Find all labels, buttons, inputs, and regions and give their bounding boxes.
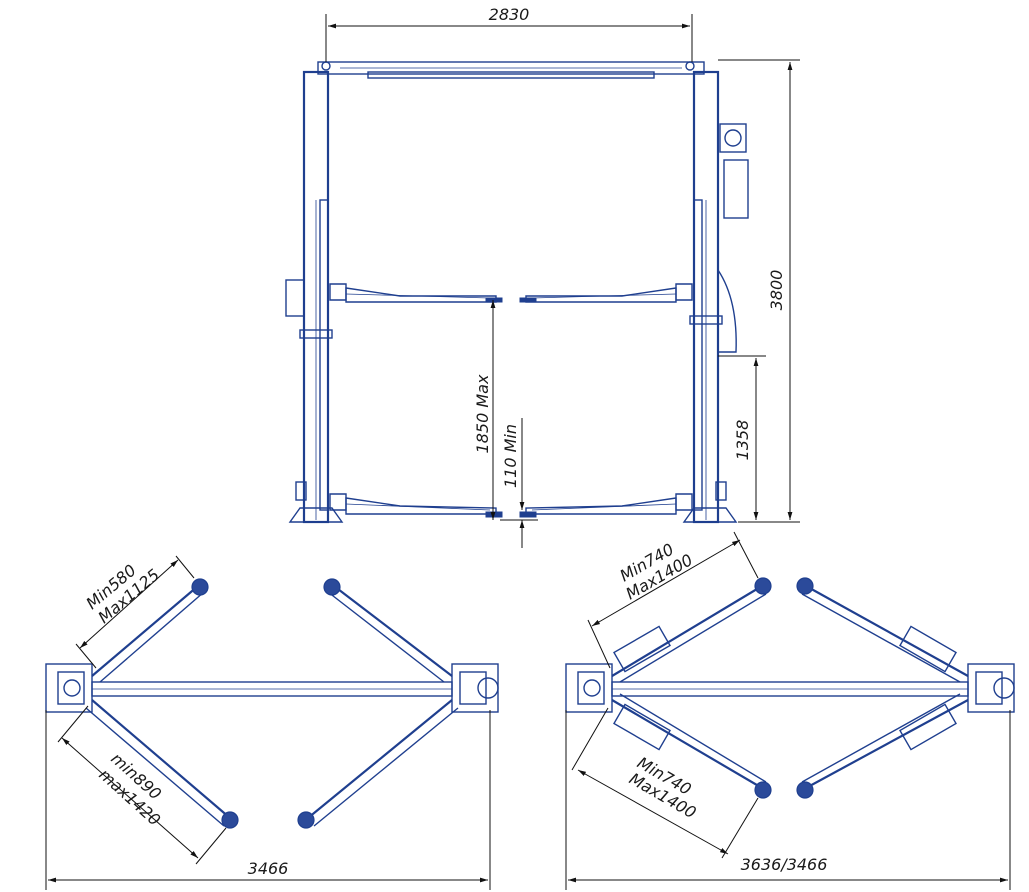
max-lift-label: 1850 Max (473, 374, 492, 453)
width-2830-label: 2830 (489, 5, 530, 24)
dimension-1358: 1358 (733, 358, 759, 520)
plan-view-left: Min580 Max1125 min890 max1420 3466 (45, 555, 499, 890)
left-column (285, 70, 344, 524)
front-view: 2830 3800 1358 1850 Max 110 Min (285, 5, 800, 548)
lower-lift-arms (329, 493, 693, 518)
right-column (682, 70, 766, 524)
height-1358-label: 1358 (733, 420, 752, 461)
dimension-1850-max: 1850 Max (473, 300, 496, 520)
left-total-width-label: 3466 (248, 859, 289, 878)
dimension-width-2830: 2830 (325, 5, 693, 62)
top-crossbeam (317, 61, 705, 79)
dimension-height-3800: 3800 (718, 59, 800, 523)
upper-lift-arms (329, 283, 693, 303)
height-3800-label: 3800 (767, 270, 786, 311)
plan-view-right: Min740 Max1400 Min740 Max1400 3636/3466 (565, 531, 1015, 890)
right-total-width-label: 3636/3466 (741, 855, 828, 874)
dimension-110-min: 110 Min (500, 418, 538, 548)
min-lift-label: 110 Min (501, 424, 520, 488)
